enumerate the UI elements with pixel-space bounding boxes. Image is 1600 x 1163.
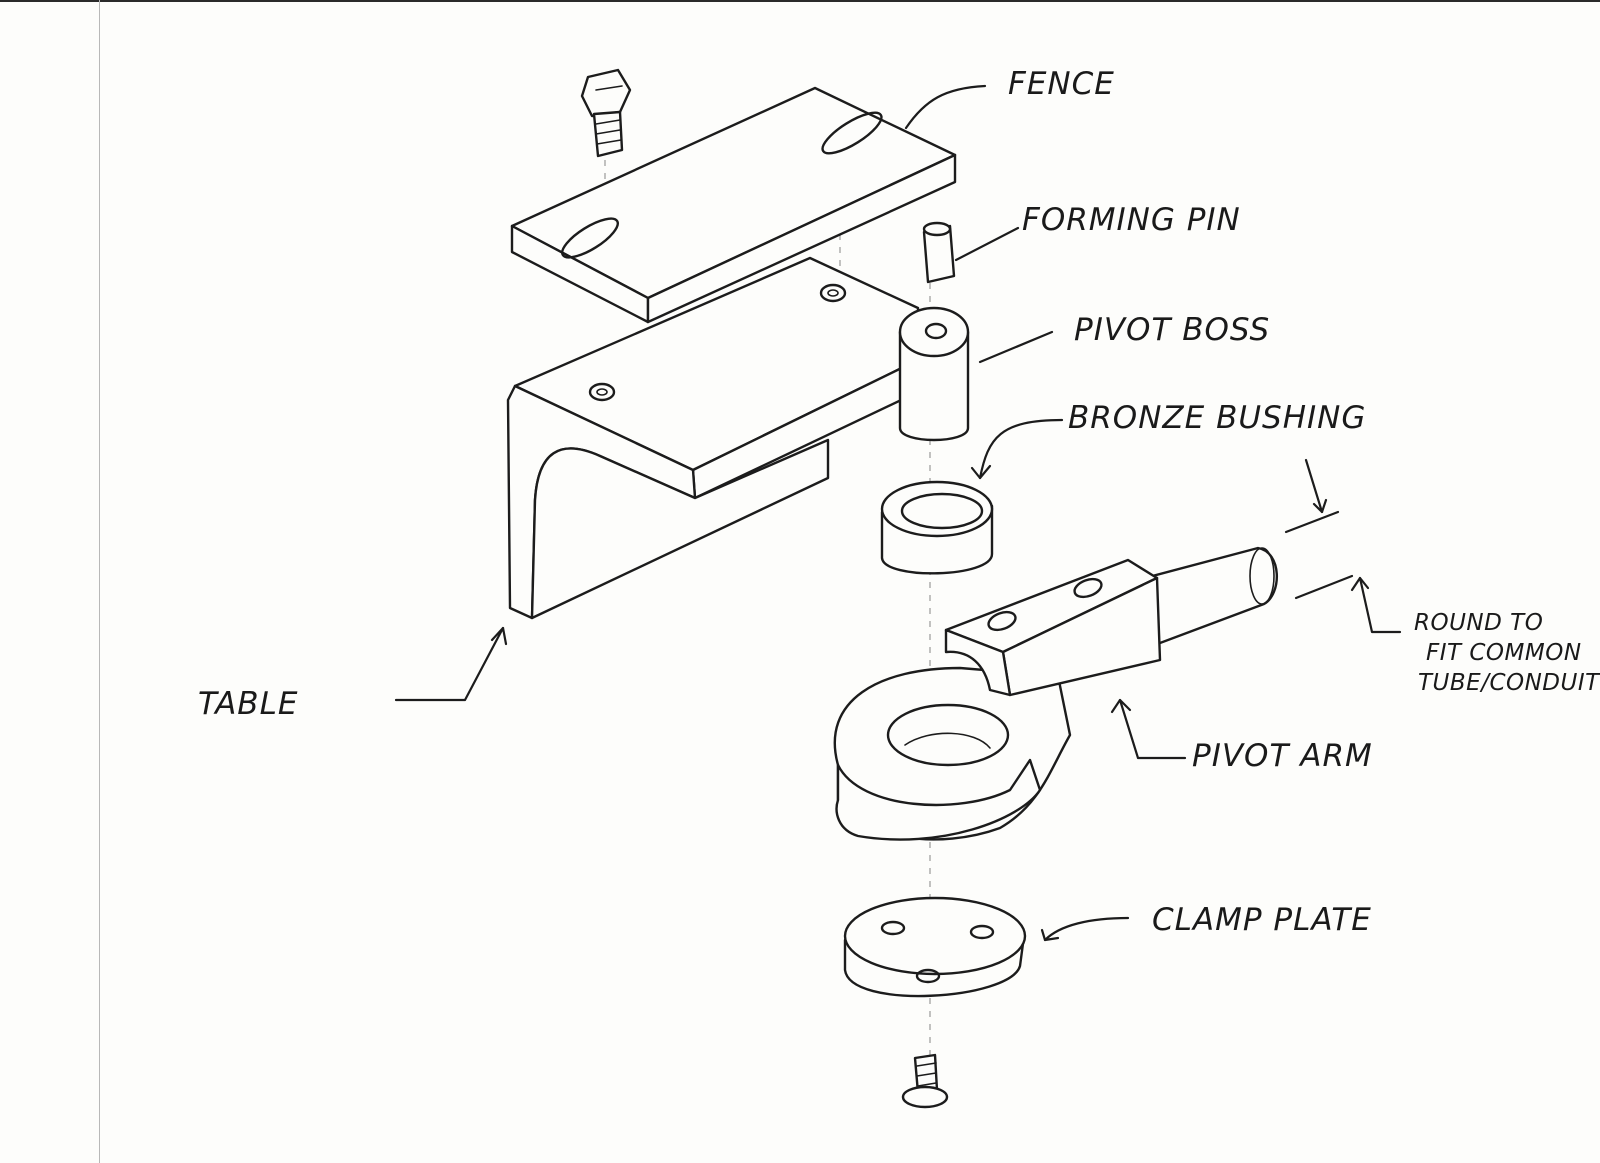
forming-pin-part	[922, 221, 956, 284]
pivot-boss-part	[898, 306, 970, 442]
label-table: TABLE	[198, 686, 298, 722]
page-margin-line	[99, 0, 100, 1163]
label-pivot-boss: PIVOT BOSS	[1074, 312, 1270, 348]
table-part	[506, 256, 920, 620]
label-clamp-plate: CLAMP PLATE	[1152, 902, 1372, 938]
label-pivot-arm: PIVOT ARM	[1192, 738, 1373, 774]
bronze-bushing-part	[880, 480, 994, 575]
label-round-note-1: ROUND TO	[1414, 610, 1543, 636]
label-round-note-2: FIT COMMON	[1426, 640, 1582, 666]
page-top-edge	[0, 0, 1600, 2]
label-round-note-3: TUBE/CONDUIT	[1418, 670, 1600, 696]
bolt-top	[580, 68, 632, 158]
label-bronze-bushing: BRONZE BUSHING	[1068, 400, 1366, 436]
clamp-plate-part	[843, 896, 1027, 998]
leader-lines	[394, 84, 1402, 942]
fence-part	[510, 86, 957, 324]
label-forming-pin: FORMING PIN	[1022, 202, 1241, 238]
label-fence: FENCE	[1008, 66, 1115, 102]
bolt-bottom	[901, 1053, 949, 1109]
pivot-arm-part	[833, 546, 1278, 841]
